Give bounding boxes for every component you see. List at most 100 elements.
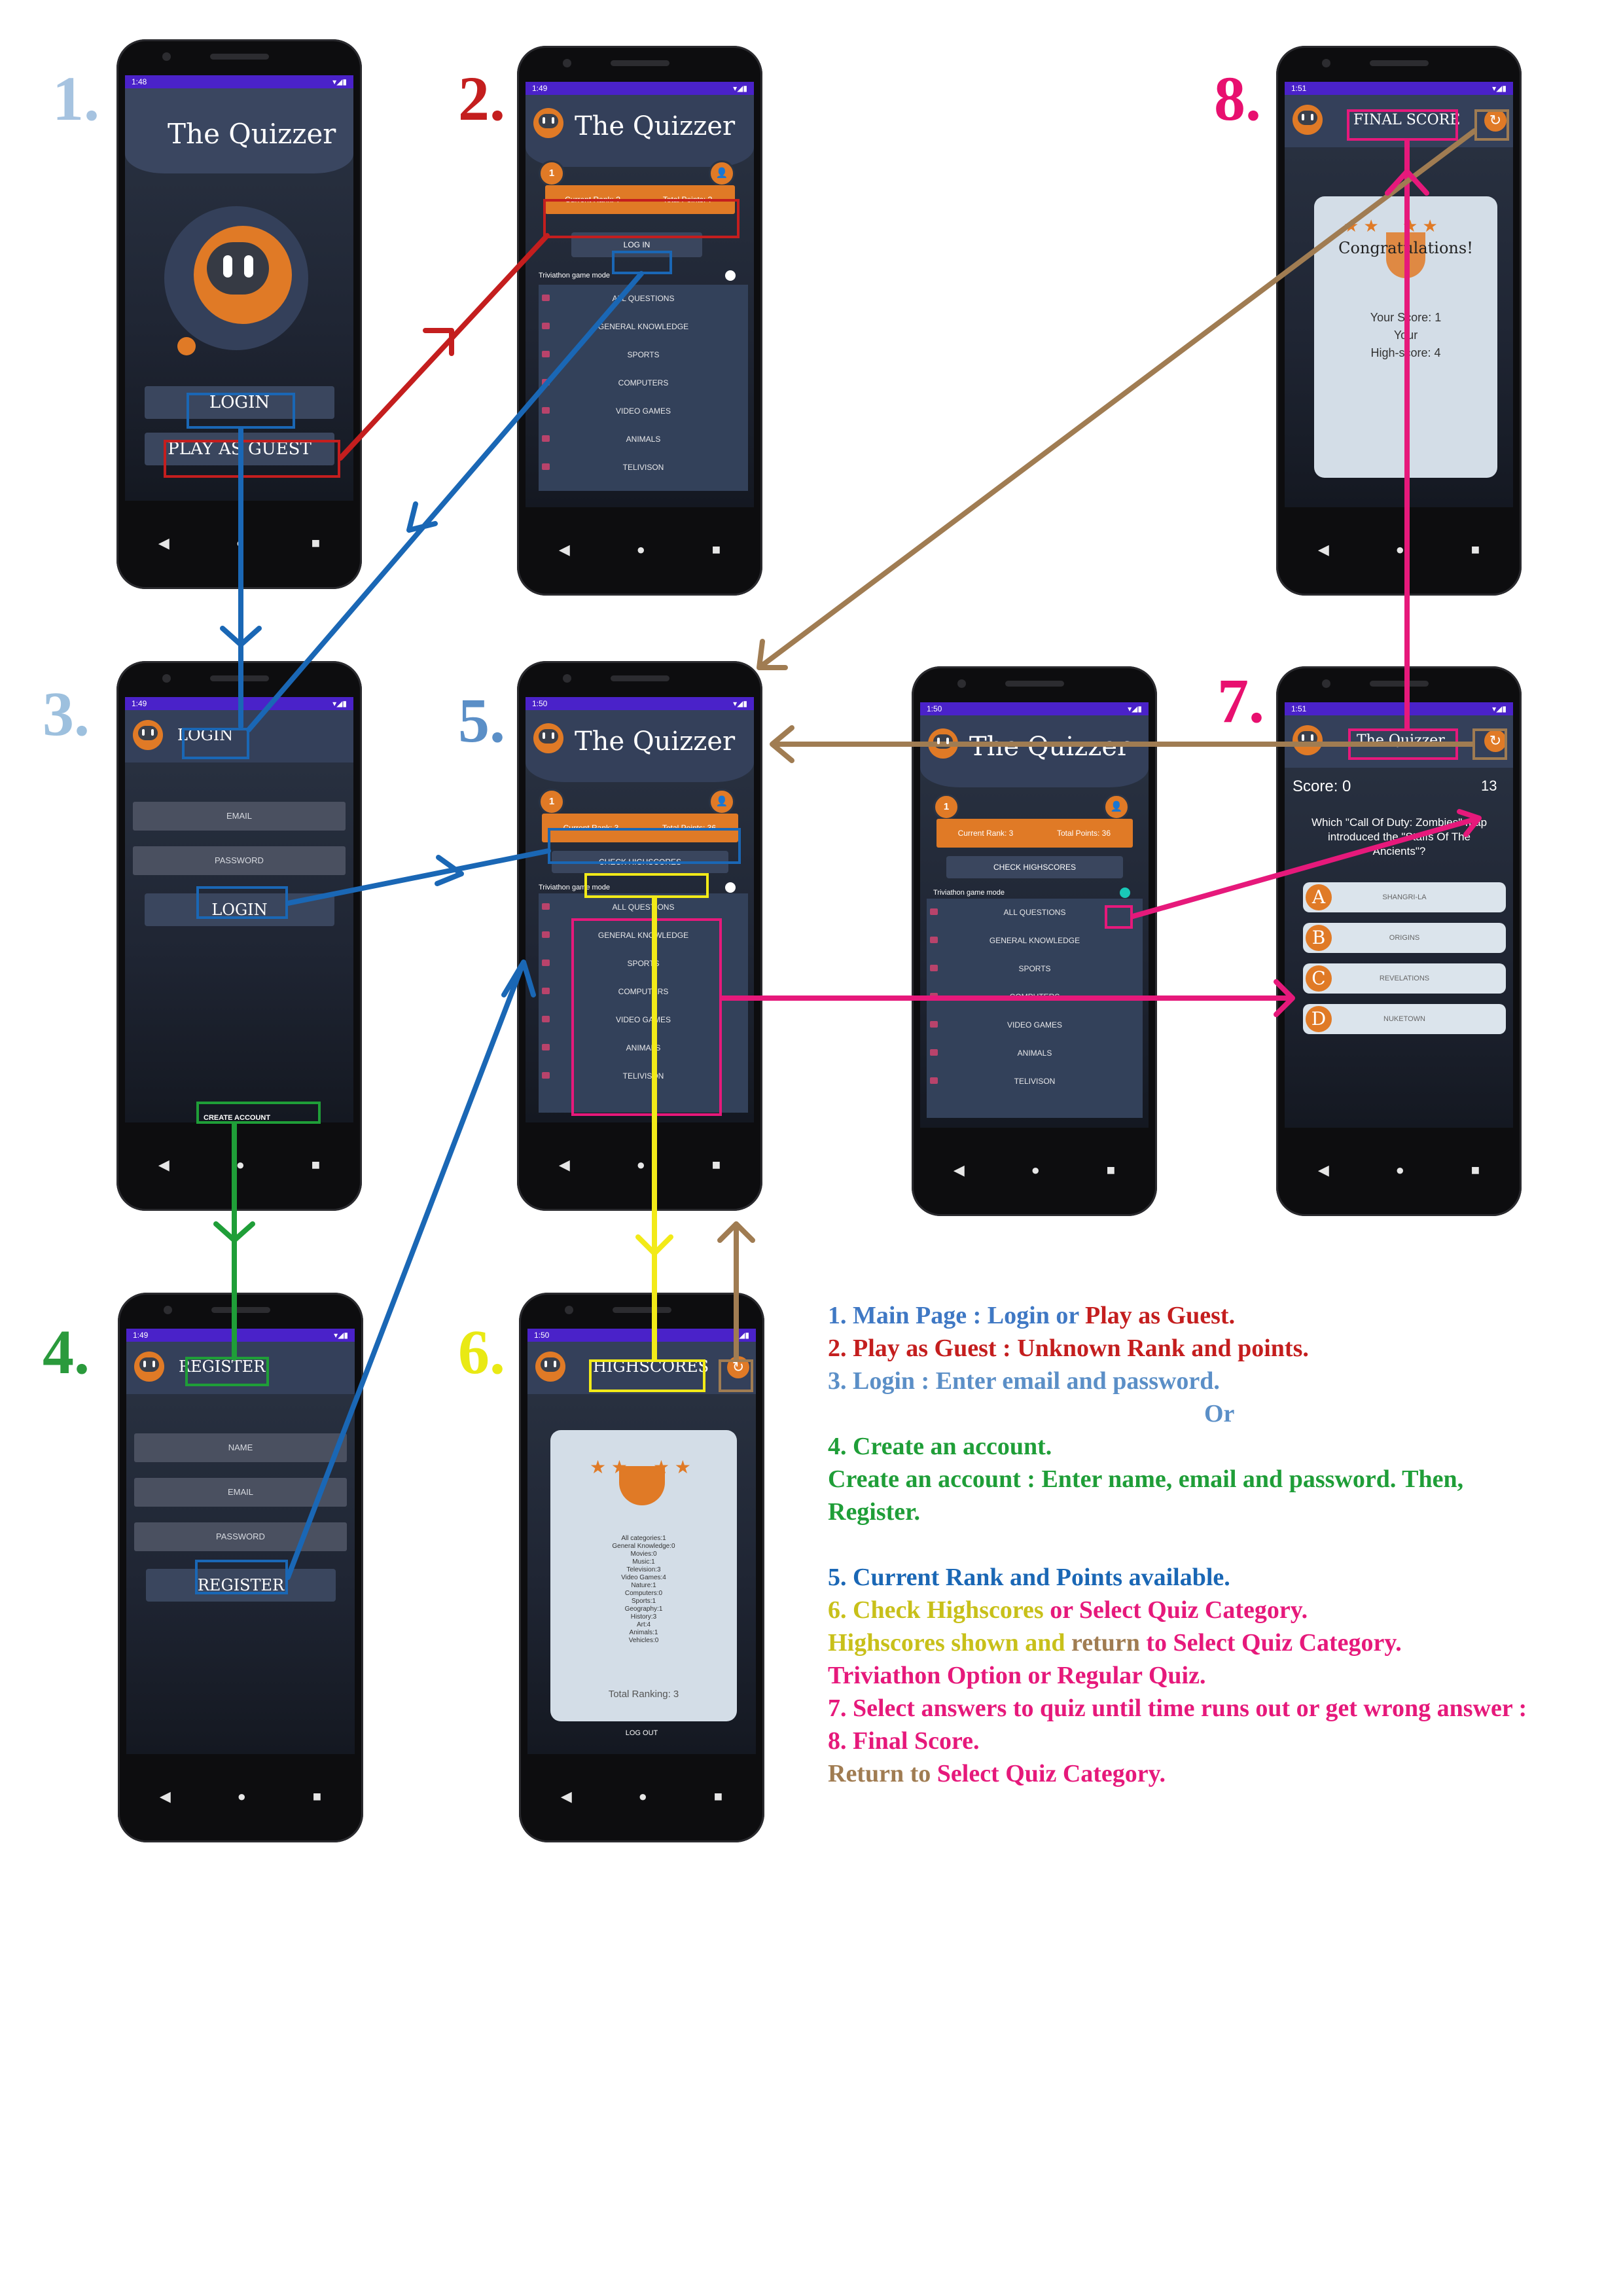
category-item[interactable]: TELIVISON bbox=[927, 1067, 1143, 1096]
phone-highscores: 1:50▾◢▮ HIGHSCORES ↻ ★ ★ ★ ★ All categor… bbox=[519, 1293, 764, 1842]
home-icon[interactable]: ● bbox=[1395, 541, 1404, 558]
email-field[interactable]: EMAIL bbox=[133, 802, 346, 831]
category-item[interactable]: COMPUTERS bbox=[539, 369, 748, 397]
return-icon[interactable]: ↻ bbox=[1484, 730, 1507, 752]
legend-line-9: Return to Select Quiz Category. bbox=[828, 1760, 1166, 1787]
android-nav-bar: ◀ ● ■ bbox=[526, 1142, 754, 1188]
category-item[interactable]: GENERAL KNOWLEDGE bbox=[927, 927, 1143, 955]
back-icon[interactable]: ◀ bbox=[159, 1788, 171, 1804]
category-item[interactable]: SPORTS bbox=[927, 955, 1143, 983]
back-icon[interactable]: ◀ bbox=[558, 541, 570, 558]
recents-icon[interactable]: ■ bbox=[1471, 1162, 1480, 1178]
category-item[interactable]: ANIMALS bbox=[539, 425, 748, 454]
category-label: ANIMALS bbox=[626, 435, 661, 444]
category-item[interactable]: SPORTS bbox=[539, 341, 748, 369]
triviathon-toggle[interactable] bbox=[1120, 888, 1130, 898]
highlight-check-highscores bbox=[584, 873, 709, 898]
recents-icon[interactable]: ■ bbox=[711, 541, 721, 558]
email-field[interactable]: EMAIL bbox=[134, 1478, 347, 1507]
app-title: The Quizzer bbox=[969, 732, 1130, 762]
home-icon[interactable]: ● bbox=[636, 1157, 645, 1173]
category-icon bbox=[542, 435, 550, 442]
total-points: Total Points: 36 bbox=[1056, 829, 1111, 838]
legend-line-4b: Create an account : Enter name, email an… bbox=[828, 1465, 1464, 1493]
triviathon-toggle[interactable] bbox=[725, 882, 736, 893]
arrow-guest-to-menu bbox=[338, 233, 550, 461]
home-icon[interactable]: ● bbox=[1395, 1162, 1404, 1178]
profile-icon[interactable]: 👤 bbox=[709, 789, 735, 815]
answer-letter: D bbox=[1306, 1006, 1332, 1032]
highlight-triviathon-toggle bbox=[1105, 905, 1133, 929]
category-item[interactable]: TELIVISON bbox=[539, 454, 748, 482]
back-icon[interactable]: ◀ bbox=[953, 1162, 965, 1178]
back-icon[interactable]: ◀ bbox=[560, 1788, 572, 1804]
home-icon[interactable]: ● bbox=[236, 535, 245, 551]
score-row: Nature:1 bbox=[631, 1582, 656, 1589]
back-icon[interactable]: ◀ bbox=[1317, 1162, 1329, 1178]
recents-icon[interactable]: ■ bbox=[1471, 541, 1480, 558]
home-icon[interactable]: ● bbox=[636, 541, 645, 558]
category-item[interactable]: ANIMALS bbox=[927, 1039, 1143, 1067]
password-field[interactable]: PASSWORD bbox=[134, 1522, 347, 1551]
highlight-quiz-return bbox=[1472, 728, 1507, 760]
score-row: Animals:1 bbox=[629, 1629, 658, 1636]
score-row: Music:1 bbox=[632, 1558, 655, 1566]
log-out-button[interactable]: LOG OUT bbox=[625, 1729, 658, 1737]
legend: 1. Main Page : Login or Play as Guest. 2… bbox=[828, 1299, 1527, 1790]
category-item[interactable]: VIDEO GAMES bbox=[539, 397, 748, 425]
answer-letter: C bbox=[1306, 965, 1332, 992]
category-item[interactable]: ALL QUESTIONS bbox=[927, 899, 1143, 927]
phone-main-page: 1:48▾◢▮ The Quizzer LOGIN PLAY AS GUEST … bbox=[116, 39, 362, 589]
category-label: COMPUTERS bbox=[1009, 992, 1060, 1001]
android-nav-bar: ◀ ● ■ bbox=[1285, 1147, 1513, 1193]
category-icon bbox=[542, 988, 550, 994]
back-icon[interactable]: ◀ bbox=[158, 1157, 169, 1173]
home-icon[interactable]: ● bbox=[638, 1788, 647, 1804]
recents-icon[interactable]: ■ bbox=[311, 1157, 321, 1173]
category-icon bbox=[542, 960, 550, 966]
category-item[interactable]: COMPUTERS bbox=[927, 983, 1143, 1011]
recents-icon[interactable]: ■ bbox=[1106, 1162, 1116, 1178]
name-field[interactable]: NAME bbox=[134, 1433, 347, 1462]
home-icon[interactable]: ● bbox=[236, 1157, 245, 1173]
profile-icon[interactable]: 👤 bbox=[709, 160, 735, 187]
recents-icon[interactable]: ■ bbox=[711, 1157, 721, 1173]
login-button[interactable]: LOGIN bbox=[145, 893, 334, 926]
home-icon[interactable]: ● bbox=[237, 1788, 246, 1804]
category-item[interactable]: ALL QUESTIONS bbox=[539, 285, 748, 313]
highlight-highscores-title bbox=[589, 1359, 705, 1392]
legend-line-1: 1. Main Page : Login or Play as Guest. bbox=[828, 1302, 1236, 1329]
category-icon bbox=[542, 463, 550, 470]
status-bar: 1:48▾◢▮ bbox=[125, 75, 353, 88]
highlight-register-button bbox=[195, 1560, 288, 1594]
category-item[interactable]: GENERAL KNOWLEDGE bbox=[539, 313, 748, 341]
legend-line-3: 3. Login : Enter email and password. bbox=[828, 1367, 1220, 1395]
category-label: ALL QUESTIONS bbox=[612, 294, 675, 303]
return-icon[interactable]: ↻ bbox=[1484, 109, 1507, 132]
back-icon[interactable]: ◀ bbox=[558, 1157, 570, 1173]
quizzer-logo-icon bbox=[1293, 725, 1323, 755]
recents-icon[interactable]: ■ bbox=[311, 535, 321, 551]
answer-letter: B bbox=[1306, 925, 1332, 951]
app-header: The Quizzer bbox=[920, 715, 1149, 787]
app-header: The Quizzer bbox=[125, 88, 353, 173]
home-icon[interactable]: ● bbox=[1031, 1162, 1040, 1178]
profile-icon[interactable]: 👤 bbox=[1103, 794, 1130, 820]
triviathon-toggle[interactable] bbox=[725, 270, 736, 281]
category-item[interactable]: VIDEO GAMES bbox=[927, 1011, 1143, 1039]
back-icon[interactable]: ◀ bbox=[1317, 541, 1329, 558]
highlight-create-account bbox=[196, 1102, 321, 1124]
back-icon[interactable]: ◀ bbox=[158, 535, 169, 551]
check-highscores-button[interactable]: CHECK HIGHSCORES bbox=[946, 856, 1123, 878]
category-icon bbox=[542, 1016, 550, 1022]
create-account-button[interactable]: CREATE ACCOUNT bbox=[204, 1114, 271, 1122]
legend-line-6c: Triviathon Option or Regular Quiz. bbox=[828, 1662, 1206, 1689]
register-button[interactable]: REGISTER bbox=[146, 1569, 336, 1602]
recents-icon[interactable]: ■ bbox=[312, 1788, 322, 1804]
recents-icon[interactable]: ■ bbox=[713, 1788, 723, 1804]
password-field[interactable]: PASSWORD bbox=[133, 846, 346, 875]
